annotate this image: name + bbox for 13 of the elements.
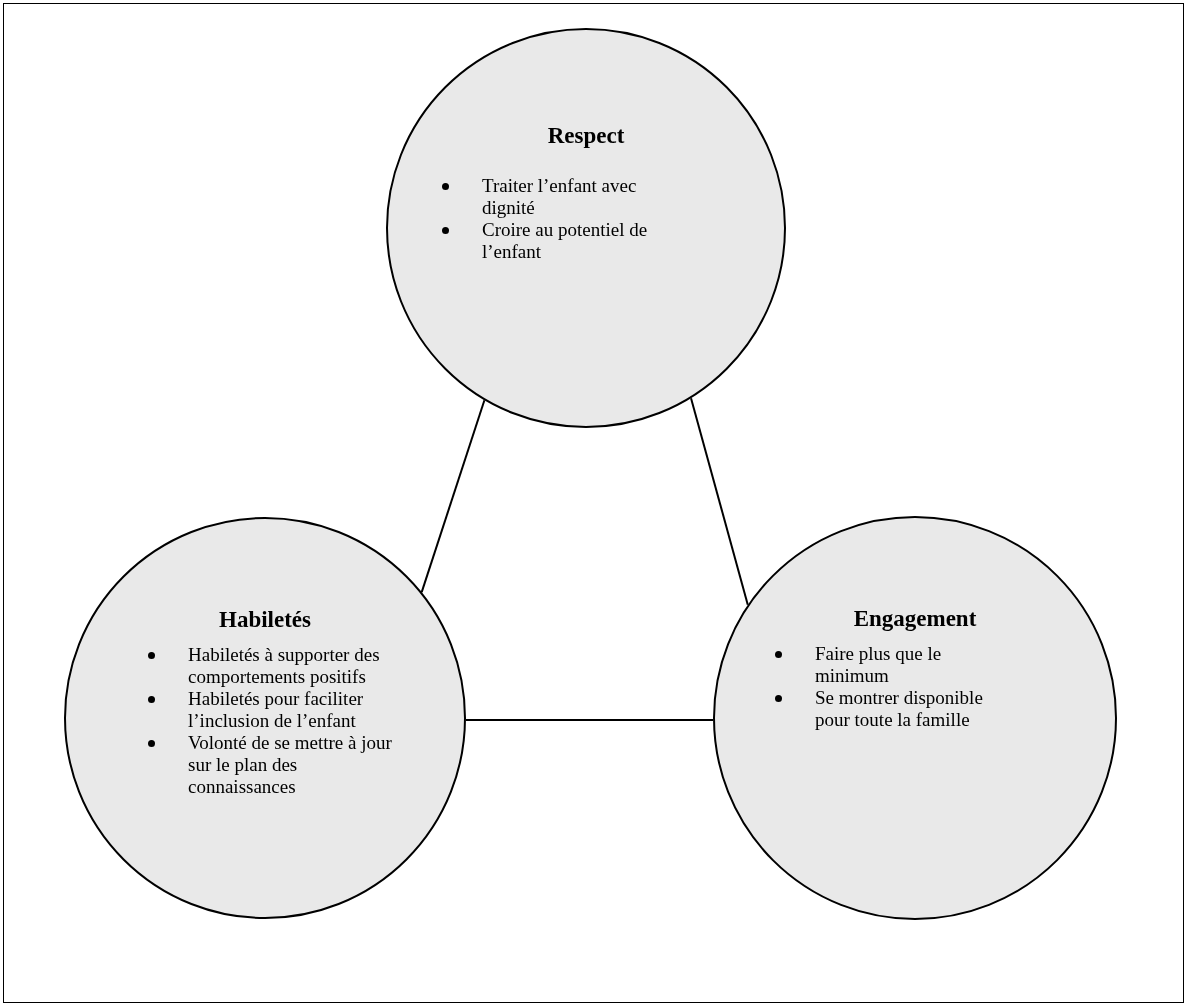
connector-line [465,719,714,722]
circle-heading: Engagement [852,606,978,632]
bullet-item: Faire plus que le minimum [773,643,1018,687]
connector-line [420,399,486,594]
bullet-item: Traiter l’enfant avec dignité [440,175,670,219]
bullet-item: Croire au potentiel de l’enfant [440,219,670,263]
bullet-item: Habiletés pour faciliter l’inclusion de l’enfant [146,688,396,732]
bullet-item: Volonté de se mettre à jour sur le plan des connaissances [146,732,396,798]
bullet-item: Habiletés à supporter des comportements positifs [146,644,396,688]
bullet-item: Se montrer disponible pour toute la famille [773,687,1018,731]
connector-line [690,397,749,606]
circle-heading: Respect [546,123,626,149]
circle-heading: Habiletés [218,607,312,633]
